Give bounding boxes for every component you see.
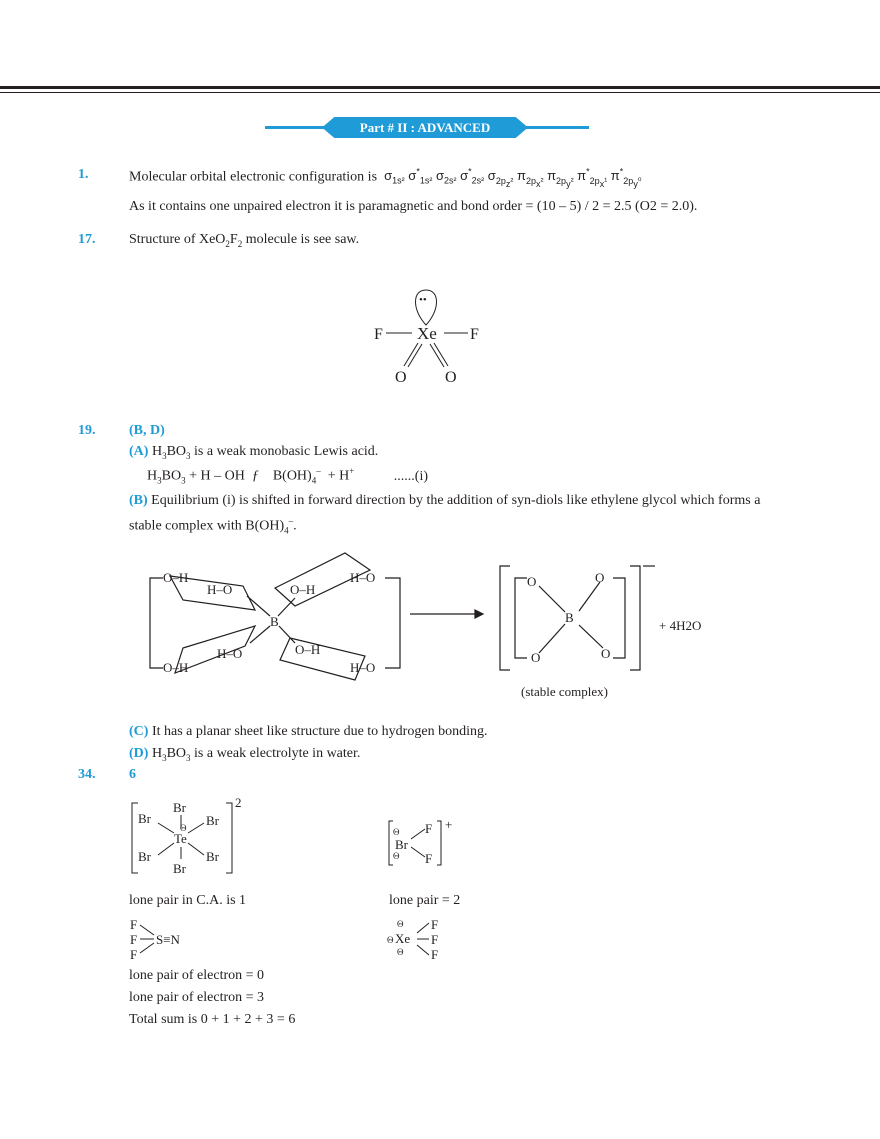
q17-text-a: Structure of XeO [129,232,226,247]
svg-text:Br: Br [138,811,152,826]
svg-text:H–O: H–O [350,660,375,675]
svg-text:F: F [431,932,438,947]
q1-prefix: Molecular orbital electronic configurati… [129,169,378,185]
svg-text:F: F [470,326,479,343]
svg-text:H–O: H–O [207,582,232,597]
svg-text:O–H: O–H [163,660,188,675]
section-banner: Part # II : ADVANCED [322,117,528,138]
svg-text:O: O [395,369,407,386]
q19-answer: (B, D) [129,423,165,438]
svg-text:F: F [130,947,137,962]
xeo2f2-structure-diagram: •• F Xe F O O [374,289,479,386]
svg-text:2: 2 [235,795,242,810]
q17-text-b: F [229,232,238,247]
svg-text:Θ: Θ [397,919,404,929]
svg-text:+ 4H2O: + 4H2O [659,618,701,633]
svg-text:F: F [431,947,438,962]
svg-text:H–O: H–O [350,570,375,585]
option-c-text: It has a planar sheet like structure due… [151,724,488,739]
question-number-19: 19. [78,423,96,438]
svg-text:Θ: Θ [393,851,400,861]
svg-text:O: O [527,574,536,589]
q1-line2: As it contains one unpaired electron it … [129,199,698,214]
svg-text:••: •• [419,294,427,306]
svg-text:O: O [531,650,540,665]
svg-text:O–H: O–H [163,570,188,585]
svg-text:Br: Br [173,861,187,876]
svg-text:B: B [565,610,574,625]
svg-text:F: F [425,851,432,866]
svg-text:Br: Br [173,800,187,815]
svg-text:Θ: Θ [180,823,187,833]
svg-text:(stable complex): (stable complex) [521,684,608,699]
option-d-label: (D) [129,746,149,761]
svg-text:Θ: Θ [387,935,394,945]
banner-line-right [525,126,589,129]
option-c-label: (C) [129,724,149,739]
svg-text:Br: Br [138,849,152,864]
q17-text-c: molecule is see saw. [242,232,360,247]
svg-text:+: + [445,817,452,832]
q17-sub2: 2 [237,238,243,249]
q19-option-c: (C) It has a planar sheet like structure… [129,724,487,740]
xef3-structure: Θ Θ Xe Θ FFF [387,917,438,962]
svg-text:F: F [425,821,432,836]
svg-text:Br: Br [395,837,409,852]
q17-sub1: 2 [225,238,230,249]
svg-text:Te: Te [174,831,187,846]
equation-tag: ......(i) [393,468,429,484]
mo-configuration: σ1s² σ*1s² σ2s² σ*2s² σ2pz² π2px² π2py² … [380,167,642,189]
q19-option-b: (B) Equilibrium (i) is shifted in forwar… [129,493,761,536]
svg-text:O: O [445,369,457,386]
svg-text:O: O [595,570,604,585]
q19-equation: H3BO3 + H – OH ƒ B(OH)4– + H+ ......(i) [147,466,429,486]
header-rule-thin [0,92,880,93]
snf3-structure: FFF S≡N [130,917,181,962]
svg-text:Θ: Θ [393,827,400,837]
svg-text:F: F [130,932,137,947]
q34-total: Total sum is 0 + 1 + 2 + 3 = 6 [129,1012,296,1027]
banner-line-left [265,126,325,129]
svg-text:O–H: O–H [295,642,320,657]
q34-answer: 6 [129,767,136,782]
q19-option-a: (A) H3BO3 is a weak monobasic Lewis acid… [129,444,379,461]
svg-text:Xe: Xe [395,931,410,946]
question-number-1: 1. [78,167,89,182]
boric-acid-diol-reaction-diagram: O–H H–O O–H H–O B H–O O–H O–H H–O O O B … [149,552,701,699]
svg-text:B: B [270,614,279,629]
svg-text:Θ: Θ [397,947,404,957]
svg-text:F: F [374,326,383,343]
caption-snf3: lone pair of electron = 0 [129,968,265,983]
svg-text:H–O: H–O [217,646,242,661]
svg-text:F: F [431,917,438,932]
caption-brf2: lone pair = 2 [389,893,461,908]
question-number-17: 17. [78,232,96,247]
svg-text:O: O [601,646,610,661]
q19-option-d: (D) H3BO3 is a weak electrolyte in water… [129,746,361,763]
svg-text:Br: Br [206,849,220,864]
svg-text:Xe: Xe [417,324,437,343]
svg-text:F: F [130,917,137,932]
caption-tebr6: lone pair in C.A. is 1 [129,893,247,908]
q17-text: Structure of XeO2F2 molecule is see saw. [129,232,359,249]
option-b-label: (B) [129,493,148,508]
q1-line1: Molecular orbital electronic configurati… [129,167,641,189]
svg-text:S≡N: S≡N [156,932,181,947]
svg-text:Br: Br [206,813,220,828]
svg-text:O–H: O–H [290,582,315,597]
question-number-34: 34. [78,767,96,782]
option-a-label: (A) [129,444,149,459]
caption-xef3: lone pair of electron = 3 [129,990,265,1005]
brf2-structure: Θ F Br Θ F + [388,817,452,866]
header-rule-thick [0,86,880,89]
